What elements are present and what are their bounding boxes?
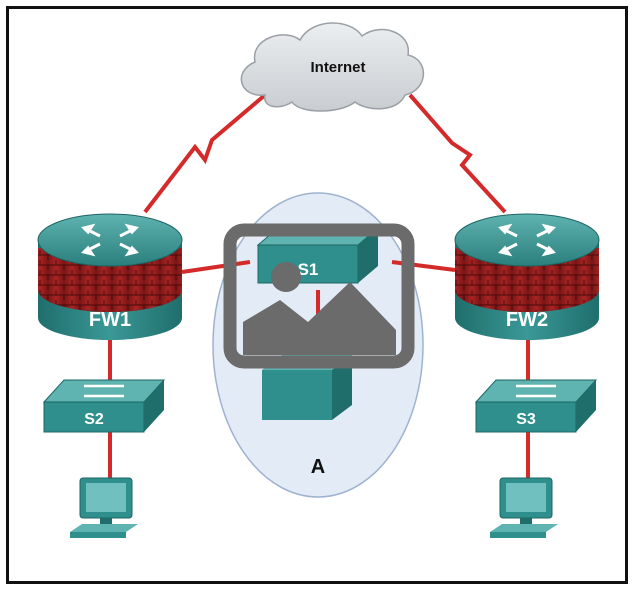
link-internet-fw2 [408,93,507,214]
internet-cloud: Internet [240,22,425,112]
fw1-label: FW1 [89,309,131,331]
s1-label: S1 [298,260,319,279]
links [108,93,530,478]
router-arrows-icon [498,223,556,257]
fw2-router: FW2 [454,213,600,340]
internet-label: Internet [310,59,365,76]
image-placeholder-icon [223,223,415,369]
s3-switch: S3 [474,379,598,433]
s2-switch: S2 [42,379,166,433]
zone-a-label: A [311,456,325,478]
fw2-label: FW2 [506,309,548,331]
fw1-router: FW1 [37,213,183,340]
link-internet-fw1 [143,93,267,214]
s3-label: S3 [516,411,536,428]
switch-arrows-icon [84,384,124,398]
pc-left [70,477,138,538]
router-arrows-icon [81,223,139,257]
pc-right [490,477,558,538]
link-fw1-s1 [181,260,251,274]
s2-label: S2 [84,411,104,428]
switch-arrows-icon [516,384,556,398]
